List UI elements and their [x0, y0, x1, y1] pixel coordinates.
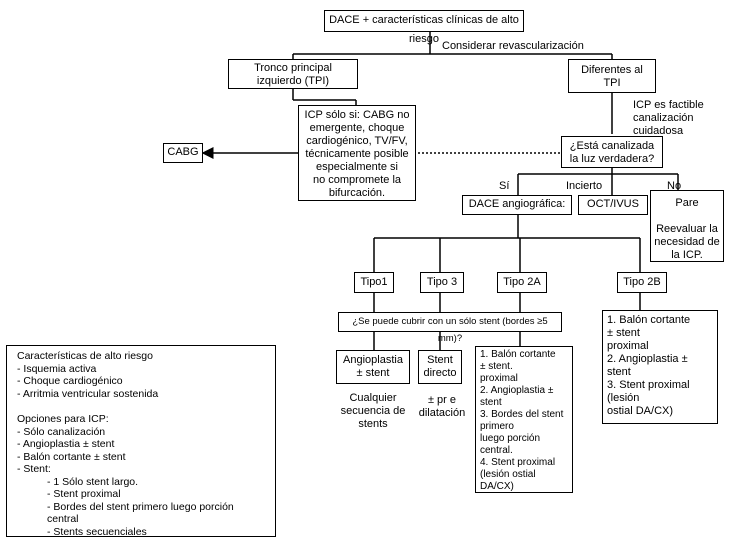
label-pr-dilatacion: ± pr e dilatación [418, 394, 466, 419]
node-canalizada: ¿Está canalizada la luz verdadera? [561, 136, 663, 168]
node-dace-alto-riesgo: DACE + características clínicas de alto … [324, 10, 524, 45]
node-icp-solo-si: ICP sólo si: CABG no emergente, choque c… [298, 105, 416, 201]
legend-item: - Choque cardiogénico [17, 375, 123, 387]
node-pare: Pare Reevaluar la necesidad de la ICP. [650, 190, 724, 262]
node-dace-angiografica: DACE angiográfica: [462, 195, 572, 215]
legend-title: Características de alto riesgo [17, 350, 153, 362]
node-lista-2a: 1. Balón cortante ± stent. proximal 2. A… [475, 346, 573, 493]
node-cabg: CABG [163, 143, 203, 163]
label-considerar: Considerar revascularización [442, 40, 584, 52]
opciones-item: - Sólo canalización [17, 425, 106, 438]
stent-sub-item: - 1 Sólo stent largo. [47, 475, 139, 488]
legend-box: Características de alto riesgo - Isquemi… [6, 345, 276, 538]
label-no: No [667, 180, 682, 192]
stent-sub-item: - Bordes del stent primero luego porción… [47, 500, 234, 526]
label-icp-factible: ICP es factible canalización cuidadosa [633, 99, 704, 137]
node-tipo3: Tipo 3 [420, 272, 464, 293]
legend-item: - Arritmia ventricular sostenida [17, 387, 159, 400]
legend-item: - Isquemia activa [17, 362, 97, 375]
node-oct-ivus: OCT/IVUS [578, 195, 648, 215]
node-stent-directo: Stent directo [418, 350, 462, 384]
label-si: Sí [499, 180, 510, 192]
opciones-item: - Angioplastia ± stent [17, 438, 115, 450]
opciones-item: - Stent: [17, 463, 51, 475]
node-lista-2b: 1. Balón cortante ± stent proximal 2. An… [602, 310, 718, 424]
node-tipo2b: Tipo 2B [617, 272, 667, 293]
node-diferentes-tpi: Diferentes al TPI [568, 59, 656, 93]
opciones-item: - Balón cortante ± stent [17, 450, 126, 463]
node-tipo1: Tipo1 [354, 272, 394, 293]
stent-sub-item: - Stent proximal [47, 488, 121, 500]
node-angioplastia-stent: Angioplastia ± stent [336, 350, 410, 384]
stent-sub-item: - Stents secuenciales [47, 525, 147, 538]
label-incierto: Incierto [566, 180, 603, 192]
node-tipo2a: Tipo 2A [497, 272, 547, 293]
opciones-title: Opciones para ICP: [17, 413, 109, 425]
label-cualquier-secuencia: Cualquier secuencia de stents [340, 392, 406, 430]
node-tpi: Tronco principal izquierdo (TPI) [228, 59, 358, 89]
node-cubrir-un-stent: ¿Se puede cubrir con un sólo stent (bord… [338, 312, 562, 344]
